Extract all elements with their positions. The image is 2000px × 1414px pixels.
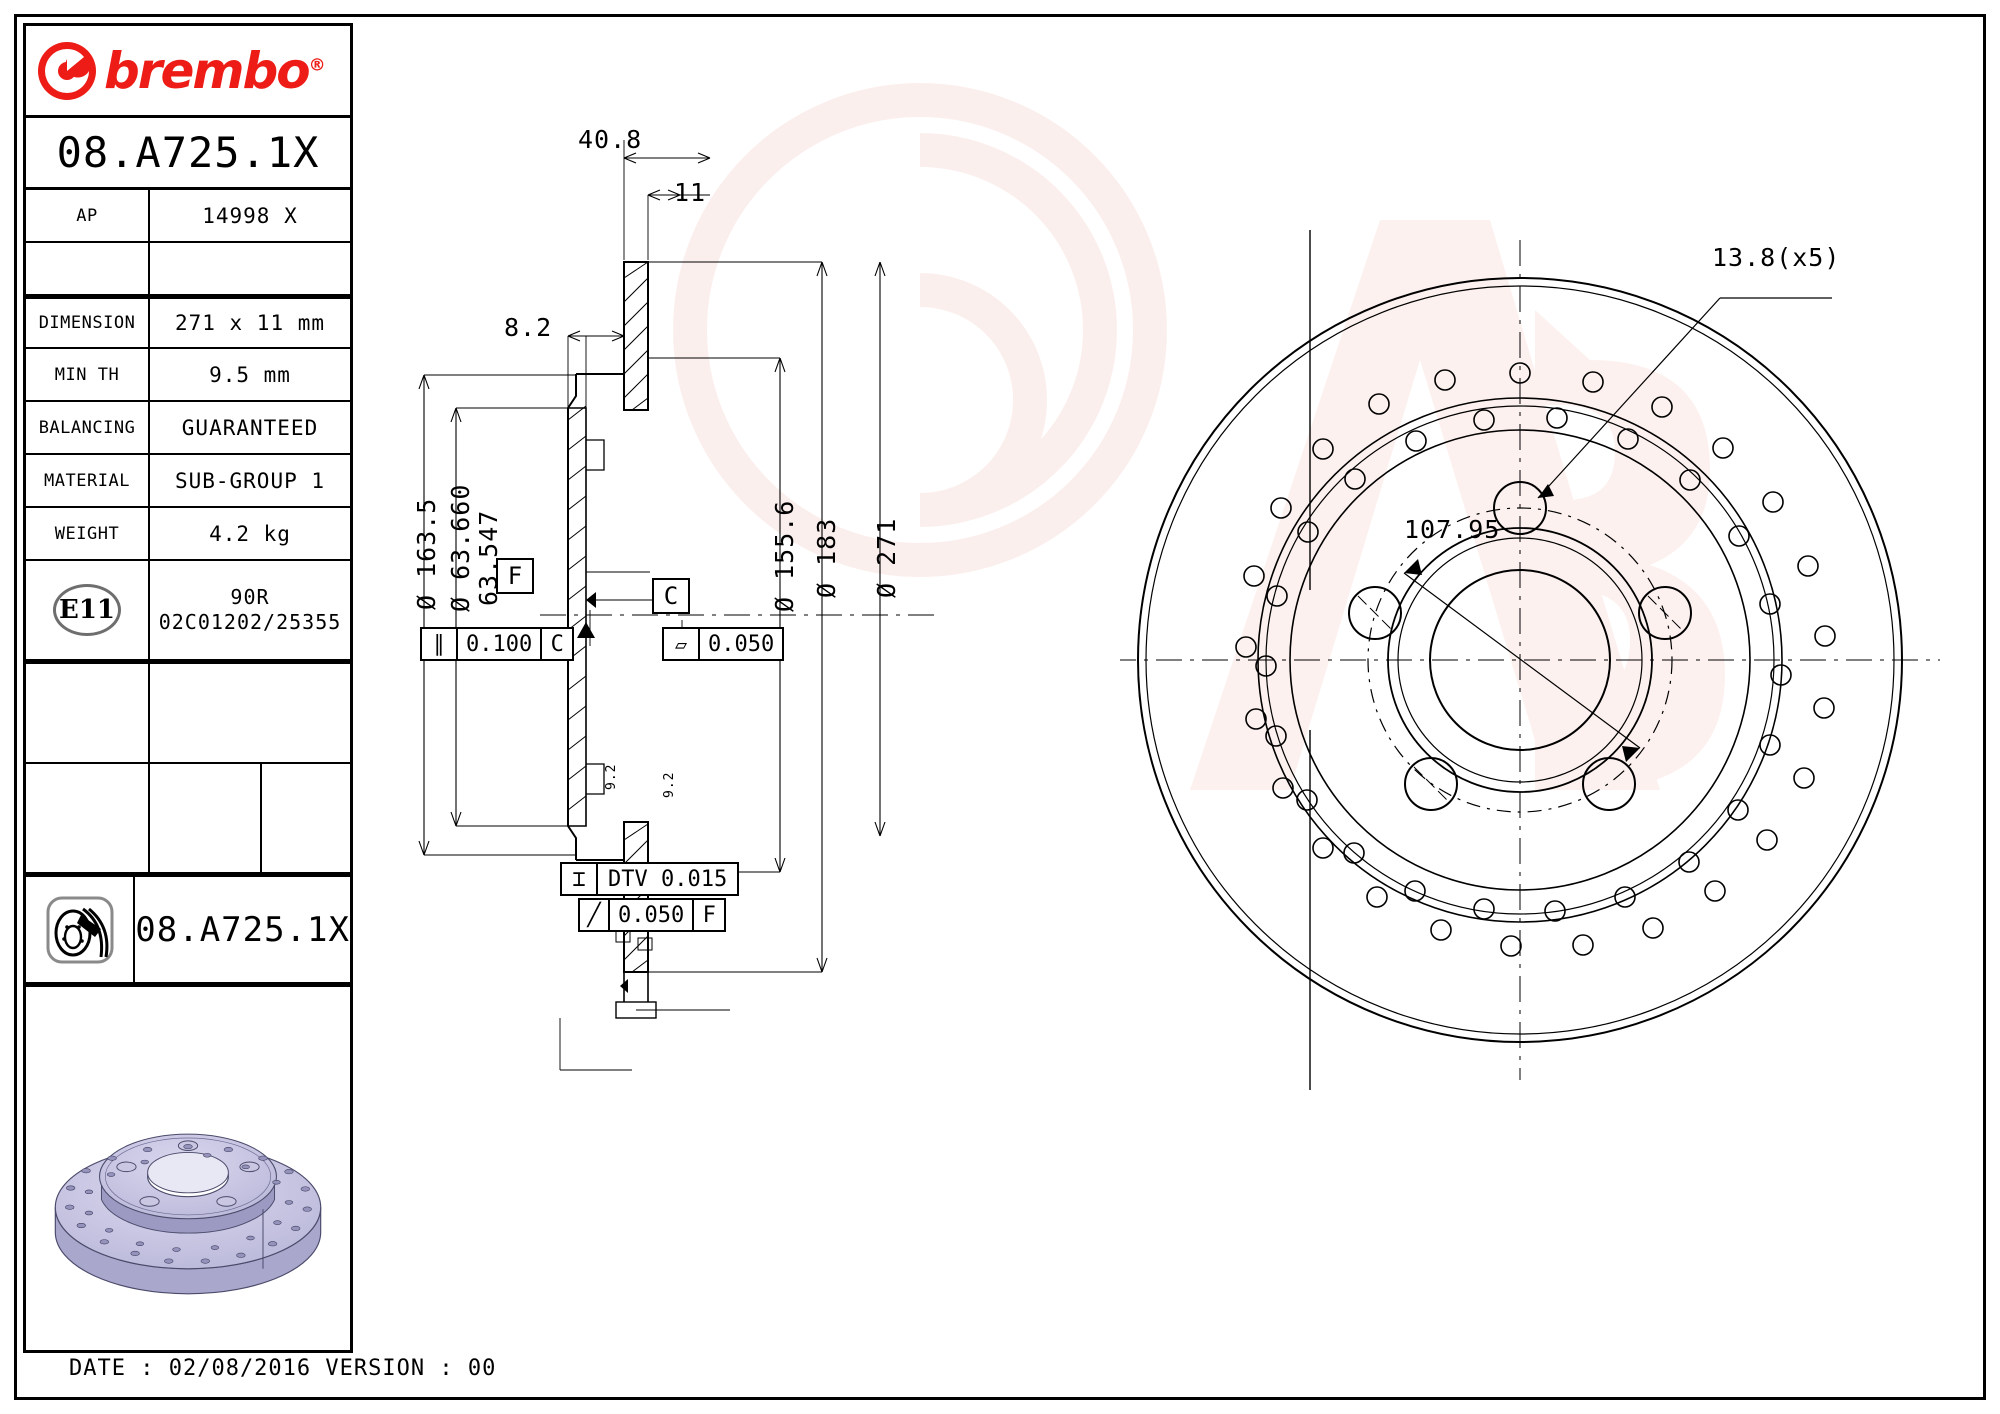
fcf-datum: C — [550, 631, 564, 657]
footer-date: DATE : 02/08/2016 VERSION : 00 — [69, 1356, 497, 1381]
table-row-material: MATERIAL SUB-GROUP 1 — [26, 455, 350, 508]
e11-badge-cell: E11 — [26, 561, 150, 659]
row-value — [150, 664, 350, 762]
hole-callout: 13.8(x5) — [1712, 243, 1841, 272]
bolt-circle-dim: 107.95 — [1404, 515, 1501, 544]
blank-cell-a — [26, 764, 150, 872]
row-label — [26, 664, 150, 762]
row-value: 271 x 11 mm — [174, 311, 326, 335]
dim-disc-thickness: 11 — [674, 178, 707, 207]
blank-cell-b — [150, 764, 262, 872]
title-block: brembo® 08.A725.1X AP 14998 X DIMENSION … — [23, 23, 353, 1353]
dim-surface-left: 9.2 — [604, 763, 619, 790]
row-label: BALANCING — [26, 402, 150, 453]
datum-f: F — [496, 558, 534, 594]
dim-hat-thickness: 8.2 — [504, 313, 553, 342]
fcf-tolerance: 0.050 — [610, 900, 695, 930]
table-row-preview — [26, 984, 350, 1389]
table-row-weight: WEIGHT 4.2 kg — [26, 508, 350, 561]
fcf-dtv: ⌶ DTV 0.015 — [560, 862, 740, 896]
brake-disc-icon — [43, 893, 117, 967]
table-row-ap: AP 14998 X — [26, 190, 350, 243]
row-label: MIN TH — [26, 349, 150, 400]
row-label: DIMENSION — [26, 299, 150, 347]
dim-dia-163-5: Ø 163.5 — [412, 497, 441, 610]
part-number-repeat-cell: 08.A725.1X — [135, 877, 350, 982]
row-value: 9.5 mm — [209, 362, 291, 387]
part-number-repeat: 08.A725.1X — [135, 909, 350, 950]
dim-dia-155-6: Ø 155.6 — [770, 499, 799, 612]
dim-dia-63-660: Ø 63.660 — [446, 483, 475, 612]
fcf-symbol: ╱ — [580, 900, 610, 930]
fcf-datum: F — [702, 902, 716, 928]
row-label: WEIGHT — [26, 508, 150, 559]
fcf-symbol: ∥ — [422, 629, 458, 659]
table-row-blank-1 — [26, 243, 350, 296]
row-label: AP — [26, 190, 150, 241]
homologation-value: 90R 02C01202/25355 — [150, 561, 350, 659]
homologation-line-1: 90R — [230, 585, 270, 609]
drawing-frame — [14, 14, 1986, 1400]
fcf-tolerance: 0.050 — [708, 631, 775, 657]
fcf-symbol: ▱ — [664, 629, 700, 659]
table-row-blank-2 — [26, 661, 350, 764]
disc-preview — [26, 987, 350, 1389]
fcf-symbol: ⌶ — [562, 864, 598, 894]
part-number-header: 08.A725.1X — [26, 118, 350, 190]
face-view — [1120, 230, 1940, 1090]
fcf-flatness: ▱ 0.050 — [662, 627, 785, 661]
dim-surface-right: 9.2 — [662, 771, 677, 798]
table-row-dimension: DIMENSION 271 x 11 mm — [26, 296, 350, 349]
row-value — [150, 243, 350, 294]
row-value: GUARANTEED — [181, 415, 319, 440]
fcf-tolerance: 0.100 — [458, 629, 543, 659]
dim-dia-183: Ø 183 — [812, 517, 841, 598]
e11-badge: E11 — [53, 584, 121, 636]
part-number: 08.A725.1X — [56, 128, 320, 177]
table-row-balancing: BALANCING GUARANTEED — [26, 402, 350, 455]
row-value: 14998 X — [202, 203, 298, 228]
table-row-min-th: MIN TH 9.5 mm — [26, 349, 350, 402]
dim-dia-271: Ø 271 — [872, 517, 901, 598]
datum-c: C — [652, 578, 690, 614]
blank-cell-c — [262, 764, 350, 872]
dim-overall-width: 40.8 — [578, 125, 643, 154]
row-label: MATERIAL — [26, 455, 150, 506]
row-value: 4.2 kg — [209, 521, 291, 546]
table-row-part-icon: 08.A725.1X — [26, 874, 350, 984]
table-row-blank-3 — [26, 764, 350, 874]
homologation-line-2: 02C01202/25355 — [158, 610, 342, 634]
row-value: SUB-GROUP 1 — [174, 468, 326, 493]
table-row-homologation: E11 90R 02C01202/25355 — [26, 561, 350, 661]
brembo-b-logo-icon — [36, 40, 98, 102]
fcf-parallelism: ∥ 0.100 C — [420, 627, 575, 661]
fcf-runout: ╱ 0.050 F — [578, 898, 727, 932]
row-label — [26, 243, 150, 294]
brand-logo-row: brembo® — [26, 26, 350, 118]
brand-wordmark: brembo® — [104, 41, 326, 100]
fcf-tolerance: DTV 0.015 — [608, 866, 728, 892]
disc-icon-cell — [26, 877, 136, 982]
